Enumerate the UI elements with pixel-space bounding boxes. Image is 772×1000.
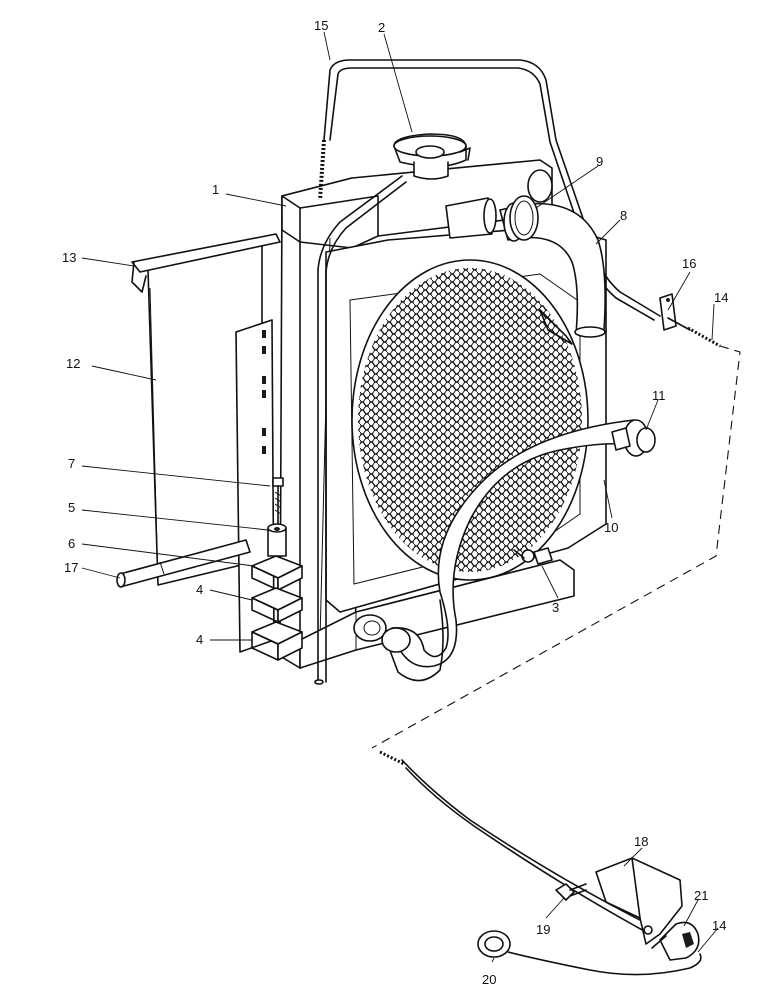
callout-5: 5 — [68, 500, 75, 515]
callout-14-top: 14 — [714, 290, 728, 305]
callout-21: 21 — [694, 888, 708, 903]
callout-2: 2 — [378, 20, 385, 35]
callout-6: 6 — [68, 536, 75, 551]
callout-3: 3 — [552, 600, 559, 615]
capillary-tube — [379, 750, 649, 933]
callout-15: 15 — [314, 18, 328, 33]
callout-13: 13 — [62, 250, 76, 265]
callout-11: 11 — [652, 388, 666, 403]
capillary-bracket — [595, 857, 683, 945]
mounting-rubber-middle — [251, 587, 303, 623]
lower-stay-bar — [116, 539, 251, 588]
bottom-hose-clip — [611, 419, 656, 457]
callout-20: 20 — [482, 972, 496, 987]
top-stay-bar — [131, 233, 281, 293]
overflow-pipe — [314, 59, 661, 685]
sensor-ring — [477, 930, 511, 958]
callout-7: 7 — [68, 456, 75, 471]
callout-1: 1 — [212, 182, 219, 197]
callout-12: 12 — [66, 356, 80, 371]
callout-14-bottom: 14 — [712, 918, 726, 933]
callout-17: 17 — [64, 560, 78, 575]
callouts: 15 2 1 9 8 13 16 14 12 11 7 5 10 6 17 4 … — [62, 18, 728, 987]
callout-16: 16 — [682, 256, 696, 271]
capillary-sensor-end — [667, 317, 721, 348]
capillary-route-dashed — [371, 345, 741, 749]
callout-4-upper: 4 — [196, 582, 203, 597]
drain-tap — [513, 547, 553, 565]
sensor-gland — [651, 921, 700, 961]
callout-4-lower: 4 — [196, 632, 203, 647]
callout-18: 18 — [634, 834, 648, 849]
callout-19: 19 — [536, 922, 550, 937]
capillary-clip — [659, 293, 677, 331]
bottom-hose — [381, 419, 641, 682]
filler-cap — [393, 133, 471, 180]
bracket-bolt — [555, 883, 587, 901]
sensor-cable — [507, 951, 702, 976]
callout-9: 9 — [596, 154, 603, 169]
leader-lines — [81, 31, 719, 963]
callout-10: 10 — [604, 520, 618, 535]
mounting-rubber-lower — [251, 621, 303, 661]
callout-8: 8 — [620, 208, 627, 223]
top-hose-clip — [509, 195, 539, 241]
spacer-tube — [267, 523, 287, 557]
